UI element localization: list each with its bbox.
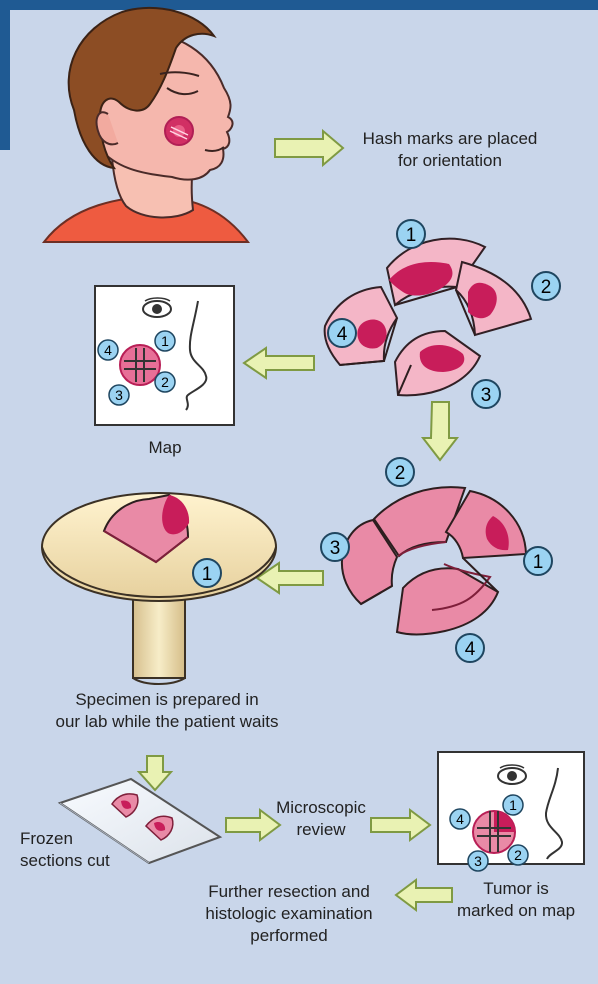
badge-label: 4 xyxy=(104,342,112,358)
lower-badge-3: 3 xyxy=(321,533,349,561)
tumor-marked-label: Tumor is marked on map xyxy=(450,878,582,922)
badge-label: 3 xyxy=(474,853,482,869)
map-label-text: Map xyxy=(148,438,181,457)
badge-label: 2 xyxy=(395,463,406,484)
lower-badge-1: 1 xyxy=(524,547,552,575)
map-label: Map xyxy=(143,437,187,459)
badge-label: 3 xyxy=(115,387,123,403)
tumor-line-1: Tumor is xyxy=(450,878,582,900)
arrow-quadrants-to-map xyxy=(244,348,314,378)
map-badge-4: 4 xyxy=(98,340,118,360)
badge-label: 4 xyxy=(337,324,348,345)
hash-marks-label: Hash marks are placed for orientation xyxy=(355,128,545,172)
arrow-review-to-tumor-map xyxy=(371,810,430,840)
badge-label: 1 xyxy=(202,564,213,585)
tumor-map-badge-4: 4 xyxy=(450,809,470,829)
specimen-quadrants-lower xyxy=(342,487,526,634)
number-badge-top-4: 4 xyxy=(328,319,356,347)
number-badge-top-1: 1 xyxy=(397,220,425,248)
badge-label: 3 xyxy=(330,538,341,559)
badge-label: 1 xyxy=(533,552,544,573)
hash-marks-line-2: for orientation xyxy=(355,150,545,172)
badge-label: 1 xyxy=(406,225,417,246)
badge-label: 2 xyxy=(541,277,552,298)
arrow-map-to-further-resection xyxy=(396,880,452,910)
frozen-line-1: Frozen xyxy=(20,828,160,850)
arrow-head-to-hash-text xyxy=(275,131,343,165)
tumor-line-2: marked on map xyxy=(450,900,582,922)
badge-label: 1 xyxy=(161,333,169,349)
microscopic-line-2: review xyxy=(274,819,368,841)
frozen-line-2: sections cut xyxy=(20,850,160,872)
microscopic-line-1: Microscopic xyxy=(274,797,368,819)
specimen-line-1: Specimen is prepared in xyxy=(42,689,292,711)
cryostat-chuck xyxy=(42,493,276,684)
tumor-map-badge-1: 1 xyxy=(503,795,523,815)
arrow-slide-to-review xyxy=(226,810,280,840)
badge-label: 3 xyxy=(481,385,492,406)
map-badge-1: 1 xyxy=(155,331,175,351)
badge-label: 2 xyxy=(514,847,522,863)
chuck-badge-1: 1 xyxy=(193,559,221,587)
further-line-1: Further resection and xyxy=(190,881,388,903)
badge-label: 2 xyxy=(161,374,169,390)
hash-marks-line-1: Hash marks are placed xyxy=(355,128,545,150)
specimen-quadrants-top xyxy=(325,239,531,396)
arrow-down-to-lower-quadrants xyxy=(423,402,457,460)
frozen-sections-label: Frozen sections cut xyxy=(20,828,160,872)
lower-badge-4: 4 xyxy=(456,634,484,662)
map-badge-3: 3 xyxy=(109,385,129,405)
arrow-down-to-slide xyxy=(139,756,171,790)
badge-label: 4 xyxy=(456,811,464,827)
further-line-2: histologic examination xyxy=(190,903,388,925)
specimen-prepared-label: Specimen is prepared in our lab while th… xyxy=(42,689,292,733)
microscopic-review-label: Microscopic review xyxy=(274,797,368,841)
map-badge-2: 2 xyxy=(155,372,175,392)
further-resection-label: Further resection and histologic examina… xyxy=(190,881,388,947)
tumor-map-badge-2: 2 xyxy=(508,845,528,865)
specimen-line-2: our lab while the patient waits xyxy=(42,711,292,733)
badge-label: 1 xyxy=(509,797,517,813)
patient-head-illustration xyxy=(44,8,248,242)
badge-label: 4 xyxy=(465,639,476,660)
lower-badge-2: 2 xyxy=(386,458,414,486)
number-badge-top-2: 2 xyxy=(532,272,560,300)
number-badge-top-3: 3 xyxy=(472,380,500,408)
tumor-map-badge-3: 3 xyxy=(468,851,488,871)
further-line-3: performed xyxy=(190,925,388,947)
